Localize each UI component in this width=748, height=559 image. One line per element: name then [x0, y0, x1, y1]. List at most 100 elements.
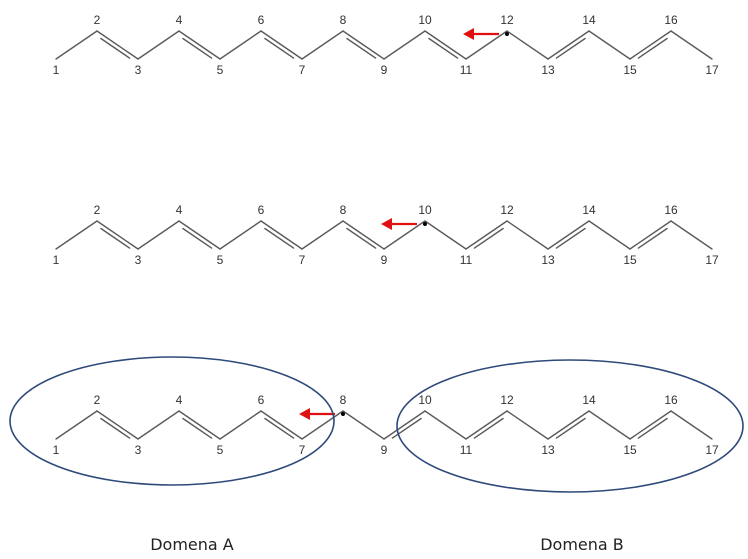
bond-3-4: [137, 220, 180, 250]
atom-label-16: 16: [664, 203, 678, 217]
atom-label-9: 9: [381, 253, 388, 267]
bond-14-15: [588, 410, 631, 440]
atom-label-11: 11: [460, 63, 473, 77]
double-bond-15-16: [637, 227, 668, 249]
bond-7-8: [301, 30, 344, 60]
bond-5-6: [219, 410, 262, 440]
bond-2-3: [96, 220, 139, 250]
atom-label-10: 10: [418, 393, 432, 407]
atom-label-16: 16: [664, 393, 678, 407]
double-bond-4-5: [182, 227, 213, 249]
atom-label-11: 11: [460, 443, 473, 457]
atom-label-15: 15: [623, 63, 637, 77]
bond-7-8: [301, 220, 344, 250]
radical-dot: [341, 412, 345, 416]
atom-label-10: 10: [418, 203, 432, 217]
atom-label-17: 17: [705, 253, 719, 267]
bond-15-16: [629, 220, 672, 250]
bond-12-13: [506, 410, 549, 440]
bond-2-3: [96, 410, 139, 440]
atom-label-5: 5: [217, 63, 224, 77]
domain-b-ellipse: [396, 359, 744, 493]
atom-label-14: 14: [582, 203, 596, 217]
bond-1-2: [55, 30, 98, 60]
atom-label-12: 12: [500, 393, 514, 407]
atom-label-12: 12: [500, 203, 514, 217]
atom-label-13: 13: [541, 63, 555, 77]
double-bond-15-16: [637, 37, 668, 59]
double-bond-11-12: [473, 227, 504, 249]
bond-3-4: [137, 410, 180, 440]
bond-15-16: [629, 30, 672, 60]
atom-label-14: 14: [582, 13, 596, 27]
atom-label-3: 3: [135, 63, 142, 77]
double-bond-9-10: [391, 417, 422, 439]
atom-label-15: 15: [623, 443, 637, 457]
bond-14-15: [588, 220, 631, 250]
atom-label-8: 8: [340, 393, 347, 407]
atom-label-9: 9: [381, 63, 388, 77]
arrow-head-icon: [463, 28, 474, 40]
bond-16-17: [670, 30, 713, 60]
bond-12-13: [506, 30, 549, 60]
double-bond-2-3: [100, 417, 131, 439]
bond-6-7: [260, 410, 303, 440]
domain-label-b: Domena B: [540, 535, 624, 554]
bond-8-9: [342, 30, 385, 60]
bond-4-5: [178, 410, 221, 440]
bond-3-4: [137, 30, 180, 60]
atom-label-17: 17: [705, 443, 719, 457]
bond-4-5: [178, 220, 221, 250]
bond-10-11: [424, 30, 467, 60]
double-bond-13-14: [555, 417, 586, 439]
bond-5-6: [219, 30, 262, 60]
bond-9-10: [383, 30, 426, 60]
bond-4-5: [178, 30, 221, 60]
atom-label-6: 6: [258, 393, 265, 407]
double-bond-6-7: [264, 227, 295, 249]
bond-13-14: [547, 30, 590, 60]
bond-11-12: [465, 30, 508, 60]
atom-label-15: 15: [623, 253, 637, 267]
double-bond-11-12: [473, 417, 504, 439]
domain-label-a: Domena A: [150, 535, 234, 554]
atom-label-1: 1: [53, 443, 60, 457]
atom-label-12: 12: [500, 13, 514, 27]
bond-16-17: [670, 410, 713, 440]
atom-label-4: 4: [176, 203, 183, 217]
bond-6-7: [260, 220, 303, 250]
arrow-head-icon: [299, 408, 310, 420]
bond-11-12: [465, 410, 508, 440]
bond-13-14: [547, 220, 590, 250]
bond-16-17: [670, 220, 713, 250]
bond-1-2: [55, 410, 98, 440]
radical-dot: [423, 222, 427, 226]
atom-label-8: 8: [340, 13, 347, 27]
bond-7-8: [301, 410, 344, 440]
atom-label-3: 3: [135, 253, 142, 267]
double-bond-13-14: [555, 37, 586, 59]
atom-label-5: 5: [217, 443, 224, 457]
atom-label-10: 10: [418, 13, 432, 27]
atom-label-14: 14: [582, 393, 596, 407]
bond-9-10: [383, 220, 426, 250]
atom-label-3: 3: [135, 443, 142, 457]
atom-label-13: 13: [541, 253, 555, 267]
atom-label-7: 7: [299, 63, 306, 77]
double-bond-4-5: [182, 417, 213, 439]
radical-dot: [505, 32, 509, 36]
atom-label-4: 4: [176, 13, 183, 27]
double-bond-10-11: [428, 37, 459, 59]
double-bond-8-9: [346, 227, 377, 249]
atom-label-6: 6: [258, 203, 265, 217]
atom-label-11: 11: [460, 253, 473, 267]
bond-14-15: [588, 30, 631, 60]
atom-label-16: 16: [664, 13, 678, 27]
atom-label-7: 7: [299, 253, 306, 267]
bond-1-2: [55, 220, 98, 250]
double-bond-15-16: [637, 417, 668, 439]
